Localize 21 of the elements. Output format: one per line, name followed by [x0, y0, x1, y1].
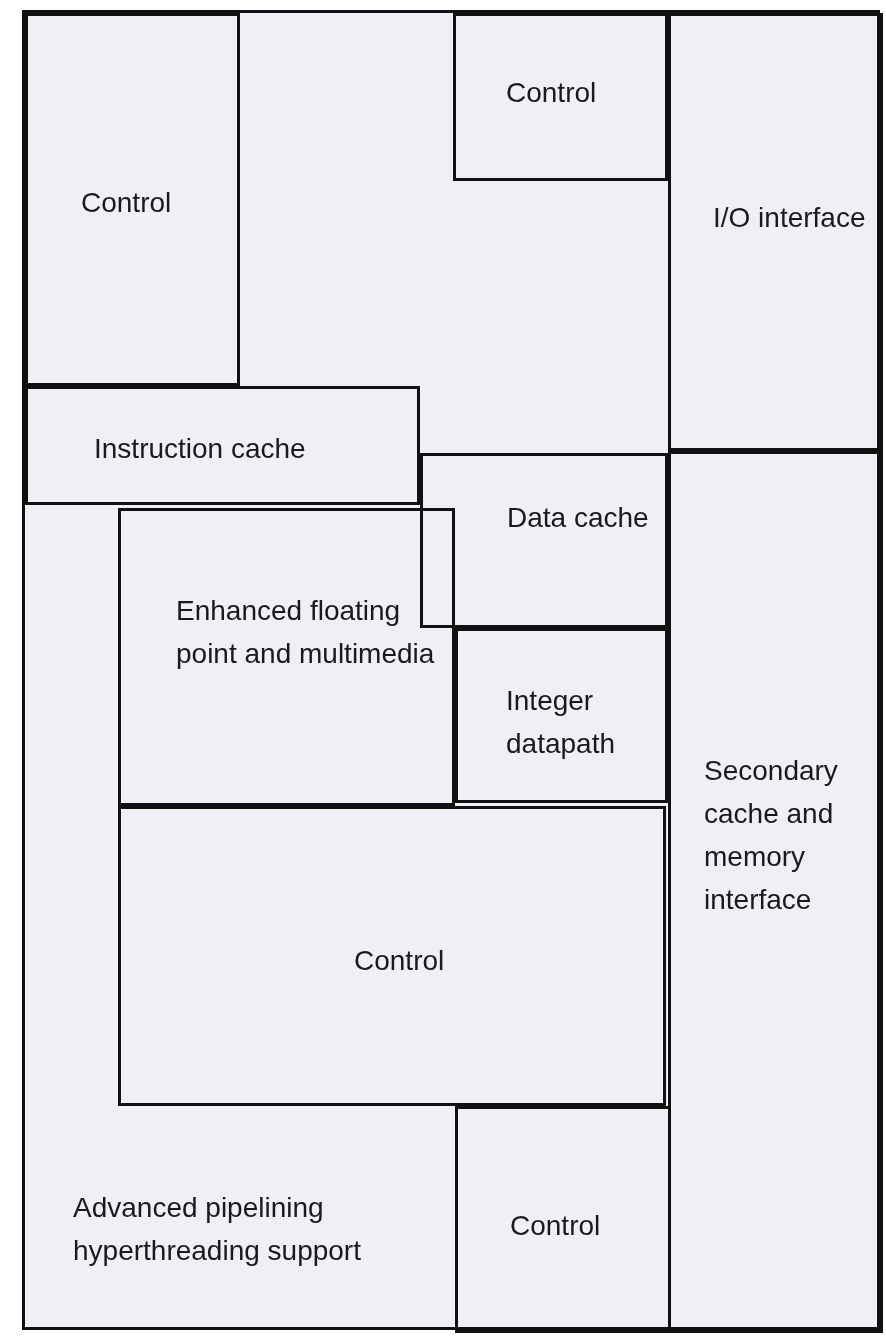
region-label: Control	[354, 944, 446, 978]
region-label: Control	[506, 76, 598, 110]
region-label: Control	[81, 186, 173, 220]
chip-region	[668, 13, 883, 451]
region-label: Secondary cache and memory interface	[704, 754, 839, 917]
region-label: Control	[510, 1209, 602, 1243]
chip-region	[25, 13, 240, 386]
region-label: Enhanced floating point and multimedia	[176, 594, 436, 671]
region-label: I/O interface	[713, 201, 867, 235]
region-label: Instruction cache	[94, 432, 307, 466]
chip-region	[118, 806, 666, 1106]
chip-region	[455, 628, 668, 803]
chip-region	[25, 386, 420, 505]
chip-region	[420, 453, 668, 628]
chip-region	[453, 13, 668, 181]
region-label: Data cache	[507, 501, 650, 535]
region-label: Advanced pipelining hyperthreading support	[73, 1191, 362, 1268]
chip-region	[668, 451, 883, 1333]
chip-region	[455, 1106, 671, 1333]
chip-region	[118, 508, 455, 806]
region-label: Integer datapath	[506, 684, 616, 761]
